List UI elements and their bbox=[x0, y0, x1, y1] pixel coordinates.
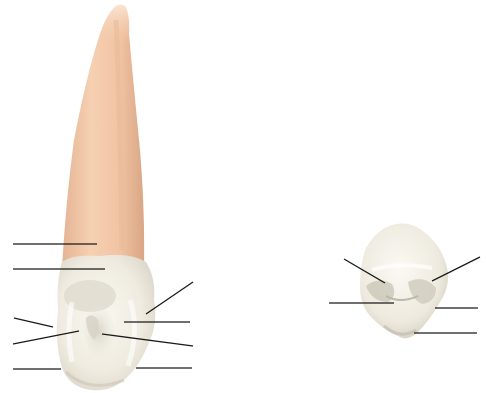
leader-line-3 bbox=[14, 318, 53, 327]
root-highlight bbox=[62, 5, 144, 268]
incisal-outline bbox=[360, 224, 448, 339]
lingual-view-tooth bbox=[13, 5, 193, 391]
incisal-view-tooth bbox=[329, 224, 480, 339]
